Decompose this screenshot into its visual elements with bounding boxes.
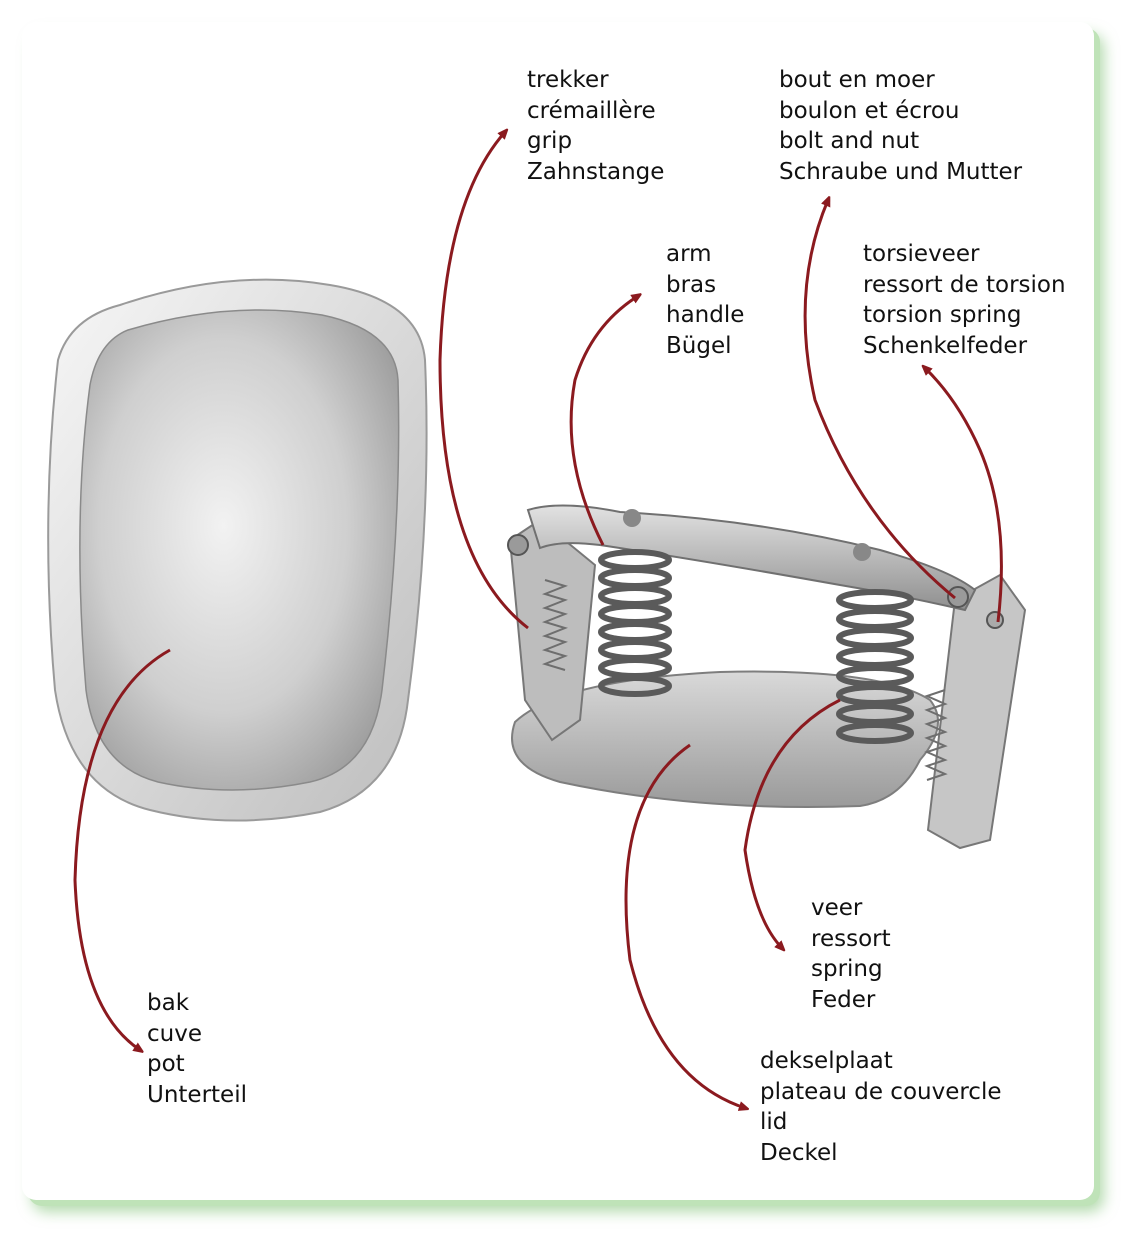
label-arm-en: handle — [666, 302, 745, 329]
label-spring-de: Feder — [811, 986, 876, 1013]
label-rack-nl: trekker — [527, 67, 609, 93]
label-torsion-nl: torsieveer — [863, 241, 980, 267]
label-bolt-de: Schraube und Mutter — [779, 158, 1023, 185]
label-pot-fr: cuve — [147, 1020, 202, 1047]
label-pot-en: pot — [147, 1051, 185, 1078]
press-part — [507, 504, 1027, 850]
label-torsion-de: Schenkelfeder — [863, 332, 1028, 359]
label-rack-en: grip — [527, 128, 573, 155]
label-lid: dekselplaat plateau de couvercle lid Dec… — [760, 1046, 1002, 1168]
arrow-arm — [569, 296, 638, 546]
label-rack-de: Zahnstange — [527, 158, 665, 185]
label-arm-de: Bügel — [666, 332, 732, 359]
label-lid-nl: dekselplaat — [760, 1048, 893, 1074]
label-lid-fr: plateau de couvercle — [760, 1078, 1002, 1105]
label-rack: trekker crémaillère grip Zahnstange — [527, 65, 664, 187]
label-pot-nl: bak — [147, 990, 190, 1016]
pot-part — [47, 278, 428, 822]
label-spring-nl: veer — [811, 895, 863, 921]
label-arm-fr: bras — [666, 271, 717, 298]
label-bolt-nl: bout en moer — [779, 67, 935, 93]
label-torsion: torsieveer ressort de torsion torsion sp… — [863, 239, 1066, 361]
label-rack-fr: crémaillère — [527, 97, 656, 124]
label-torsion-fr: ressort de torsion — [863, 271, 1066, 298]
arrow-rack — [438, 132, 529, 630]
label-pot-de: Unterteil — [147, 1081, 247, 1108]
arrow-bolt — [803, 200, 956, 600]
label-bolt: bout en moer boulon et écrou bolt and nu… — [779, 65, 1022, 187]
arrow-spring — [743, 698, 841, 948]
label-spring: veer ressort spring Feder — [811, 893, 891, 1015]
label-lid-de: Deckel — [760, 1139, 838, 1166]
label-pot: bak cuve pot Unterteil — [147, 988, 247, 1110]
label-bolt-en: bolt and nut — [779, 128, 920, 155]
arrow-lid — [624, 743, 745, 1108]
label-arm: arm bras handle Bügel — [666, 239, 744, 361]
label-spring-en: spring — [811, 956, 883, 983]
label-arm-nl: arm — [666, 241, 712, 267]
label-spring-fr: ressort — [811, 925, 891, 952]
label-bolt-fr: boulon et écrou — [779, 97, 960, 124]
arrow-torsion — [925, 368, 1003, 623]
label-torsion-en: torsion spring — [863, 302, 1022, 329]
label-lid-en: lid — [760, 1109, 788, 1136]
arrow-pot — [73, 648, 171, 1050]
